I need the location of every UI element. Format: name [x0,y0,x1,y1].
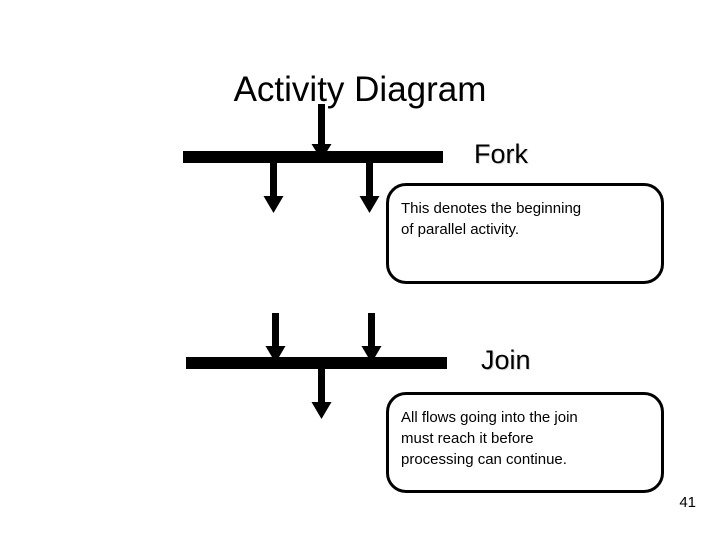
fork-label: Fork [474,139,528,169]
join-callout-line-2: must reach it before [401,430,534,447]
join-callout-line-3: processing can continue. [401,451,567,468]
flow-arrow-join-in-2 [361,313,382,363]
flow-arrow-fork-out-1 [263,163,284,213]
page-title: Activity Diagram [233,70,487,110]
fork-bar [183,151,443,163]
flow-arrow-fork-in [311,104,332,160]
flow-arrow-join-out [311,369,332,419]
page-number: 41 [679,494,696,511]
fork-callout-line-2: of parallel activity. [401,221,520,238]
join-bar [186,357,447,369]
join-callout-line-1: All flows going into the join [401,409,578,426]
join-label: Join [481,345,531,375]
flow-arrow-fork-out-2 [359,163,380,213]
join-callout-box: All flows going into the join must reach… [386,392,664,493]
fork-callout-box: This denotes the beginning of parallel a… [386,183,664,284]
flow-arrow-join-in-1 [265,313,286,363]
fork-callout-line-1: This denotes the beginning [401,200,582,217]
